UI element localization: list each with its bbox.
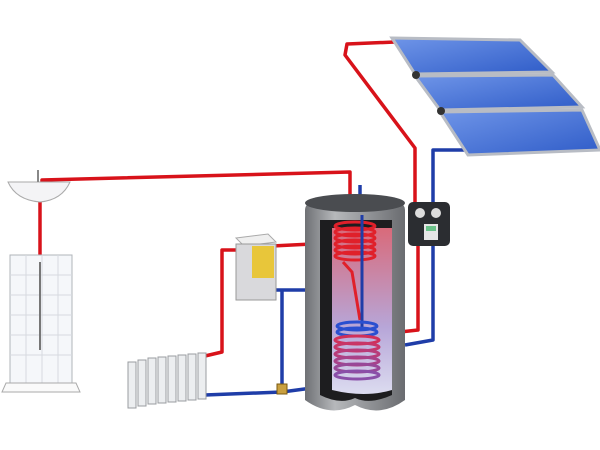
solar-hot-pipe [343, 40, 417, 205]
panel-connector [412, 71, 420, 79]
radiator-return-pipe [204, 386, 313, 397]
solar-cold-pipe [431, 148, 470, 205]
solar-panel-3 [437, 108, 600, 157]
storage-tank [305, 194, 405, 411]
panel-connector [437, 107, 445, 115]
upper-heat-exchanger-coil [333, 220, 377, 321]
pump-controller [408, 202, 450, 246]
gauge-icon [431, 208, 441, 218]
boiler [234, 233, 278, 301]
solar-panel-1 [389, 36, 556, 76]
boiler-grille [252, 246, 274, 278]
hot-water-pipes [38, 40, 420, 358]
gauge-icon [415, 208, 425, 218]
boiler-to-radiator-hot-pipe [204, 248, 238, 358]
radiator [127, 352, 207, 409]
shower-cabin [1, 254, 81, 393]
solar-collectors [389, 36, 600, 157]
controller-to-tank-cold-pipe [404, 245, 435, 347]
wash-basin [7, 170, 71, 203]
tank-to-sink-hot-pipe [40, 170, 352, 200]
lower-solar-coil [333, 320, 381, 381]
controller-to-tank-hot-pipe [399, 245, 420, 334]
solar-panel-2 [412, 73, 586, 112]
shower-tray [1, 382, 81, 393]
mixing-valve [276, 383, 288, 395]
